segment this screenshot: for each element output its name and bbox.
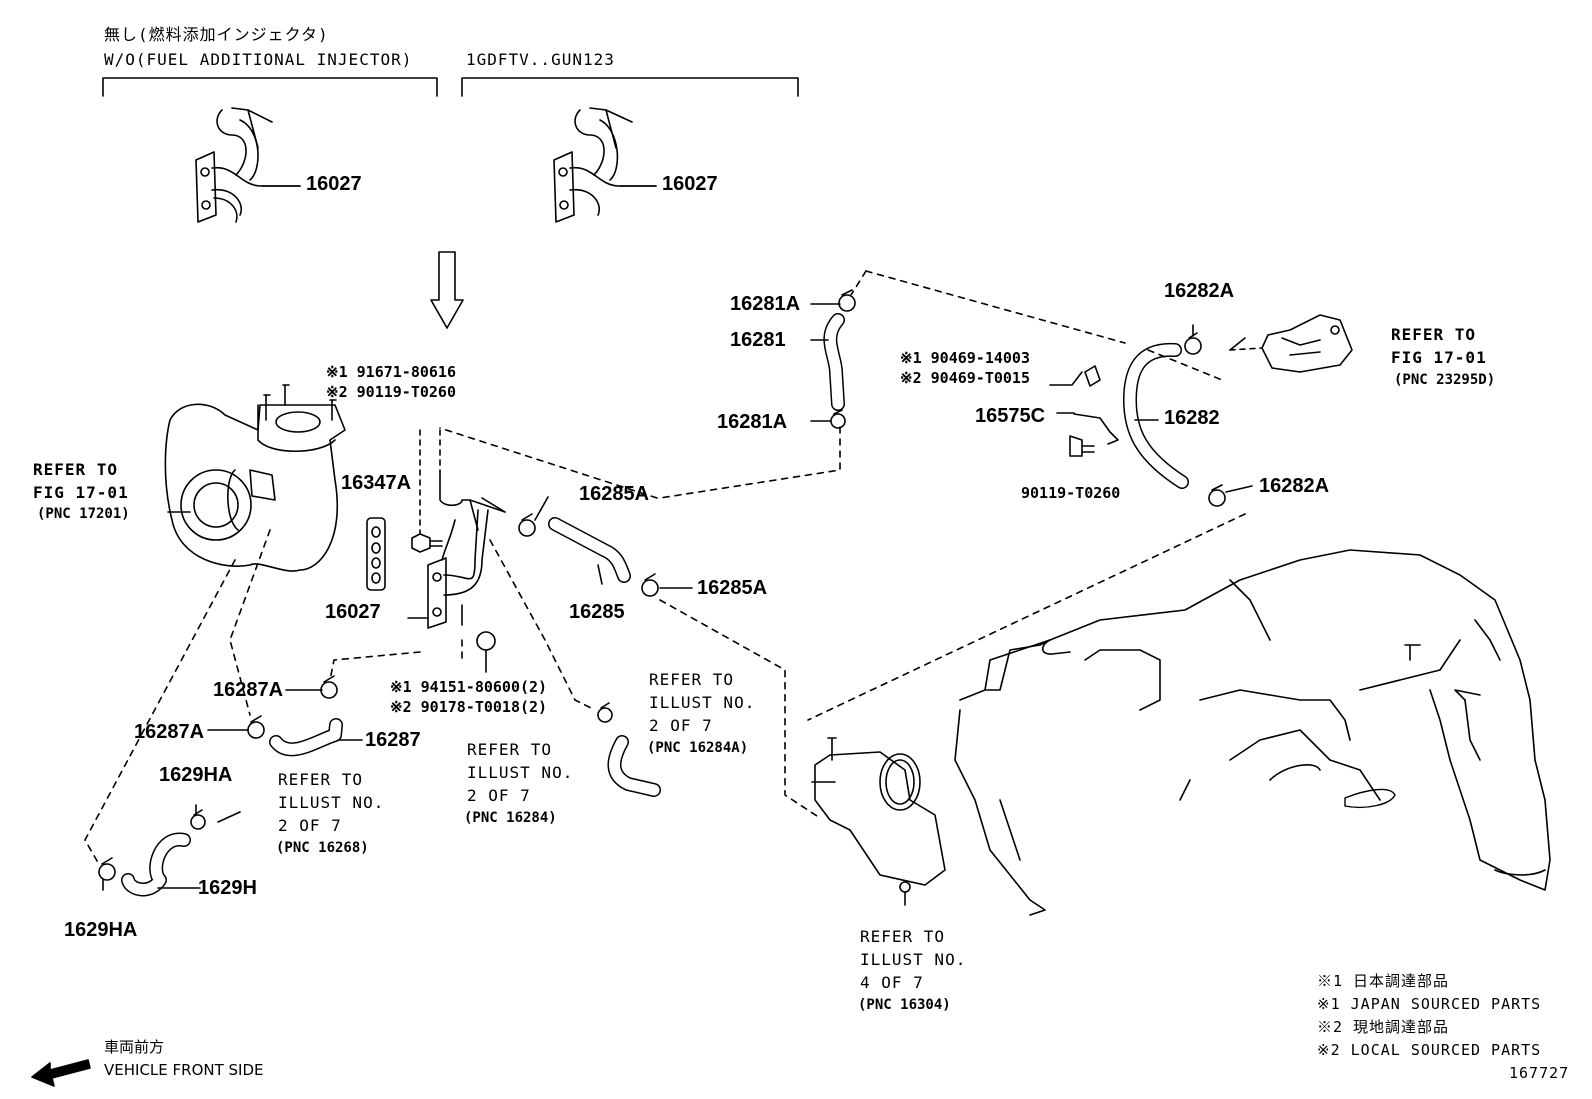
hose-16285-inner	[549, 518, 630, 582]
clamp-16285A-bot	[641, 573, 659, 597]
ref-16284-l1: REFER TO	[467, 740, 553, 759]
part-16285[interactable]: 16285	[569, 601, 625, 623]
part-16281A-top[interactable]: 16281A	[730, 293, 801, 315]
front-arrow	[31, 1059, 91, 1087]
clamp-16287A-top	[320, 675, 338, 699]
part-16282[interactable]: 16282	[1164, 407, 1220, 429]
valve-23295D	[1229, 314, 1353, 373]
diagram-id: 167727	[1509, 1064, 1570, 1082]
front-side-jp: 車両前方	[104, 1038, 165, 1056]
ref-16284-pnc[interactable]: (PNC 16284)	[464, 810, 557, 826]
ref-16284A-l3[interactable]: 2 OF 7	[649, 716, 713, 735]
clamp-16281A-top	[838, 289, 856, 312]
bracket-16575C	[1069, 337, 1246, 457]
ref-16304-l3[interactable]: 4 OF 7	[860, 973, 924, 992]
part-16287A-left[interactable]: 16287A	[134, 721, 205, 743]
part-1629HA-top[interactable]: 1629HA	[159, 764, 233, 786]
variant-a-title-en: W/O(FUEL ADDITIONAL INJECTOR)	[104, 50, 413, 69]
legend-local-en: ※2 LOCAL SOURCED PARTS	[1317, 1041, 1542, 1059]
part-16281[interactable]: 16281	[730, 329, 786, 351]
clamp-16287A-left	[247, 715, 265, 739]
ref-fig1701-left-l2[interactable]: FIG 17-01	[33, 483, 129, 502]
vacuum-pump-drawing	[164, 384, 346, 572]
ref-fig1701-left-l1: REFER TO	[33, 460, 119, 479]
clamp-1629HA-bot	[98, 857, 116, 881]
variant-bracket-b	[461, 77, 799, 97]
code-91671[interactable]: ※1 91671-80616	[326, 363, 456, 381]
pipe-16027-variant-a	[195, 107, 301, 223]
variant-b-title: 1GDFTV..GUN123	[466, 50, 615, 69]
part-16281A-bot[interactable]: 16281A	[717, 411, 788, 433]
part-16027-a[interactable]: 16027	[306, 173, 362, 195]
part-16285A-top[interactable]: 16285A	[579, 483, 650, 505]
ref-16268-l3[interactable]: 2 OF 7	[278, 816, 342, 835]
water-outlet-16304	[811, 737, 946, 906]
ref-16304-pnc[interactable]: (PNC 16304)	[858, 997, 951, 1013]
bolt-91671	[411, 429, 443, 553]
code-90119-b[interactable]: 90119-T0260	[1021, 484, 1121, 502]
dashed-leaders	[84, 270, 1246, 867]
ref-16268-l2[interactable]: ILLUST NO.	[278, 793, 385, 812]
ref-16284A-l2[interactable]: ILLUST NO.	[649, 693, 756, 712]
clamp-16281A-bot	[830, 409, 846, 429]
part-16027-c[interactable]: 16027	[325, 601, 381, 623]
legend-local-jp: ※2 現地調達部品	[1317, 1018, 1450, 1036]
clamp-16285A-top	[518, 513, 536, 537]
code-90178[interactable]: ※2 90178-T0018(2)	[390, 698, 548, 716]
clamp-ill-16284A	[597, 702, 613, 723]
gasket-16347A	[366, 517, 386, 591]
variant-a-title-jp: 無し(燃料添加インジェクタ)	[104, 25, 329, 44]
part-16287[interactable]: 16287	[365, 729, 421, 751]
ref-16268-pnc[interactable]: (PNC 16268)	[276, 840, 369, 856]
clamp-16282A-bot	[1208, 484, 1226, 507]
part-16347A[interactable]: 16347A	[341, 472, 412, 494]
part-16285A-bot[interactable]: 16285A	[697, 577, 768, 599]
ref-16304-l2[interactable]: ILLUST NO.	[860, 950, 967, 969]
ref-16284-l3[interactable]: 2 OF 7	[467, 786, 531, 805]
part-16282A-top[interactable]: 16282A	[1164, 280, 1235, 302]
ref-fig1701-right-l1: REFER TO	[1391, 325, 1477, 344]
pipe-16027-variant-b	[553, 107, 657, 223]
hose-16268-stub	[217, 811, 241, 823]
ref-16284A-pnc[interactable]: (PNC 16284A)	[647, 740, 749, 756]
ref-16304-l1: REFER TO	[860, 927, 946, 946]
part-1629HA-bot[interactable]: 1629HA	[64, 919, 138, 941]
clamp-1629HA-top	[190, 809, 206, 830]
leader-lines	[102, 185, 1253, 891]
legend-japan-jp: ※1 日本調達部品	[1317, 972, 1450, 990]
variant-bracket-a	[102, 77, 438, 97]
flow-arrow	[430, 251, 464, 329]
part-16282A-bot[interactable]: 16282A	[1259, 475, 1330, 497]
engine-outline	[954, 549, 1551, 916]
part-16287A-top[interactable]: 16287A	[213, 679, 284, 701]
ref-fig1701-left-pnc[interactable]: (PNC 17201)	[37, 506, 130, 522]
ref-fig1701-right-l2[interactable]: FIG 17-01	[1391, 348, 1487, 367]
ref-16284A-l1: REFER TO	[649, 670, 735, 689]
ref-fig1701-right-pnc[interactable]: (PNC 23295D)	[1394, 372, 1496, 388]
code-90469-1[interactable]: ※1 90469-14003	[900, 349, 1030, 367]
code-90119-a[interactable]: ※2 90119-T0260	[326, 383, 456, 401]
union-94151	[476, 631, 496, 651]
ref-16284-l2[interactable]: ILLUST NO.	[467, 763, 574, 782]
part-1629H[interactable]: 1629H	[198, 877, 257, 899]
code-90469-2[interactable]: ※2 90469-T0015	[900, 369, 1030, 387]
part-16575C[interactable]: 16575C	[975, 405, 1046, 427]
code-94151[interactable]: ※1 94151-80600(2)	[390, 678, 548, 696]
front-side-en: VEHICLE FRONT SIDE	[104, 1061, 264, 1079]
pipe-16027-middle	[427, 429, 506, 629]
legend-japan-en: ※1 JAPAN SOURCED PARTS	[1317, 995, 1542, 1013]
part-16027-b[interactable]: 16027	[662, 173, 718, 195]
ref-16268-l1: REFER TO	[278, 770, 364, 789]
